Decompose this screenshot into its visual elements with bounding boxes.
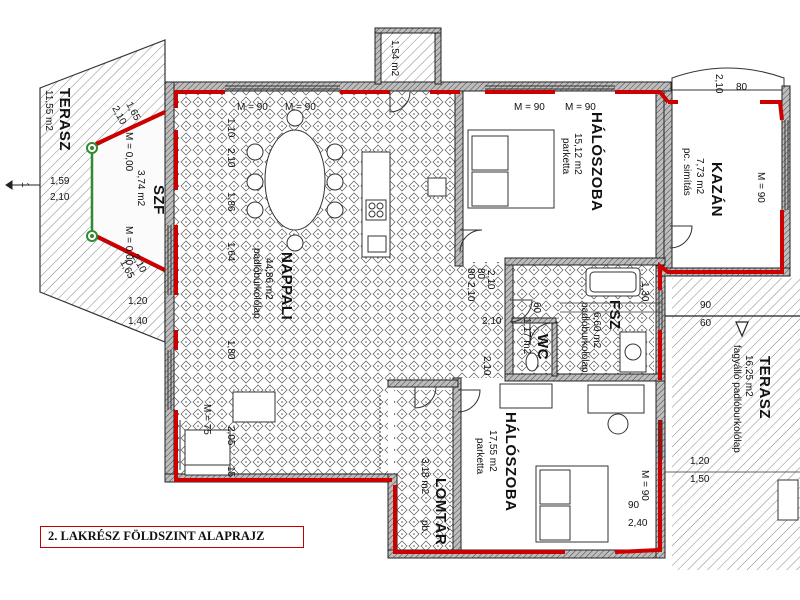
- door-wc: [529, 322, 553, 346]
- door-bedroom-top: [459, 229, 483, 253]
- dim-210-f: 2,10: [485, 270, 496, 290]
- living-room-area: 44,86 m2: [263, 258, 274, 300]
- section-marker-left: [5, 180, 40, 190]
- terrace-right-floor: fagyálló padlóburkolólap: [731, 345, 742, 453]
- dim-m90-a: M = 90: [237, 102, 268, 113]
- dim-210-d: 2,10: [225, 148, 236, 168]
- dim-164: 1,64: [225, 242, 236, 262]
- dim-120-a: 1,20: [128, 296, 148, 307]
- bedroom-top-area: 15,12 m2: [572, 133, 583, 175]
- plan-caption: 2. LAKRÉSZ FÖLDSZINT ALAPRAJZ: [40, 526, 304, 548]
- top-small-surface: [378, 32, 438, 84]
- dim-15: 15: [225, 466, 236, 478]
- dim-m000-a: M = 0,00: [123, 132, 134, 172]
- bedroom-bottom-name: HÁLÓSZOBA: [502, 412, 520, 512]
- dim-210-i: 2,10: [713, 74, 724, 94]
- boiler-room-name: KAZÁN: [708, 162, 725, 217]
- dim-80-b: 80: [475, 268, 486, 280]
- windows: [167, 85, 789, 460]
- dim-80-c: 80: [736, 82, 748, 93]
- dim-90-a: 90: [700, 300, 712, 311]
- living-room-name: NAPPALI: [278, 252, 295, 320]
- dim-159: 1,59: [50, 176, 70, 187]
- dim-110: 1,10: [225, 118, 236, 138]
- terrace-right-name: TERASZ: [756, 356, 773, 419]
- dim-150: 1,50: [690, 474, 710, 485]
- wc-area: 1,17 m2: [521, 318, 532, 355]
- terrace-right-area: 16,25 m2: [743, 355, 754, 397]
- glazed-entrance: [86, 142, 98, 242]
- door-storage: [414, 386, 437, 409]
- storage-surface: [394, 390, 454, 550]
- bedroom-top-floor: parketta: [560, 138, 571, 175]
- dim-60-a: 60: [531, 302, 542, 314]
- boiler-room-surface: [672, 96, 782, 268]
- bedroom-top-name: HÁLÓSZOBA: [588, 112, 606, 212]
- section-marker-right: [665, 315, 800, 338]
- dim-186: 1,86: [225, 192, 236, 212]
- dim-80-a: 80: [465, 268, 476, 280]
- boiler-bay-surface: [671, 67, 785, 91]
- boiler-room-area: 7,73 m2: [694, 158, 705, 195]
- dim-130: 1,30: [639, 282, 650, 302]
- dim-210-a: 2,10: [50, 192, 70, 203]
- dim-m90-d: M = 90: [565, 102, 596, 113]
- dim-120-b: 1,20: [690, 456, 710, 467]
- dim-210-h: 2,10: [481, 356, 492, 376]
- furniture: [179, 109, 799, 543]
- door-bathroom: [509, 299, 533, 323]
- dim-60-b: 60: [700, 318, 712, 329]
- storage-name: LOMTÁR: [432, 478, 449, 545]
- wc-name: WC: [534, 334, 551, 360]
- bathroom-area: 6,60 m2: [591, 312, 602, 349]
- dim-m000-b: M = 0,00: [123, 226, 134, 266]
- terrace-left-name: TERASZ: [56, 88, 73, 151]
- dim-205: 2,05: [225, 426, 236, 446]
- toilet: [525, 352, 539, 372]
- szf-name: SZF: [150, 185, 167, 215]
- dim-140: 1,40: [128, 316, 148, 327]
- dim-180: 1,80: [225, 340, 236, 360]
- terrace-left-area: 11,55 m2: [43, 90, 54, 131]
- door-bedroom-bottom: [457, 389, 481, 413]
- bathroom-name: FSZ: [606, 300, 623, 330]
- sofa: [184, 429, 231, 469]
- dim-210-e: 2,10: [465, 282, 476, 302]
- dim-240: 2,40: [628, 518, 648, 529]
- apartment-outline: [95, 90, 784, 554]
- top-small-area: 1,54 m2: [389, 40, 400, 77]
- szf-area: 3,74 m2: [135, 170, 146, 207]
- doors: [379, 91, 693, 470]
- dim-m75: M = 75: [201, 404, 212, 435]
- door-top-small: [389, 91, 411, 113]
- bedroom-bottom-area: 17,55 m2: [487, 430, 498, 472]
- boiler-room-floor: pc. simítás: [681, 148, 692, 196]
- dim-90-b: 90: [628, 500, 640, 511]
- dining-table: [264, 129, 326, 231]
- dim-m90-c: M = 90: [514, 102, 545, 113]
- leader-lines: [560, 302, 800, 473]
- bathroom-floor: padlóburkolólap: [579, 302, 590, 373]
- dim-m90-kazan: M = 90: [755, 172, 766, 203]
- living-room-floor: padlóburkolólap: [251, 248, 262, 319]
- bedroom-bottom-floor: parketta: [474, 438, 485, 475]
- dim-210-g: 2,10: [482, 316, 502, 327]
- room-labels: TERASZ 11,55 m2 SZF 3,74 m2 NAPPALI 44,8…: [43, 40, 773, 545]
- door-kazan: [669, 225, 693, 249]
- storage-floor: pb.: [419, 520, 430, 534]
- dim-m90-b: M = 90: [285, 102, 316, 113]
- storage-area: 3,18 m2: [419, 458, 430, 495]
- dim-m90-e: M = 90: [639, 470, 650, 501]
- terrace-right-surface: [672, 278, 800, 570]
- dim-1: 1: [19, 182, 30, 188]
